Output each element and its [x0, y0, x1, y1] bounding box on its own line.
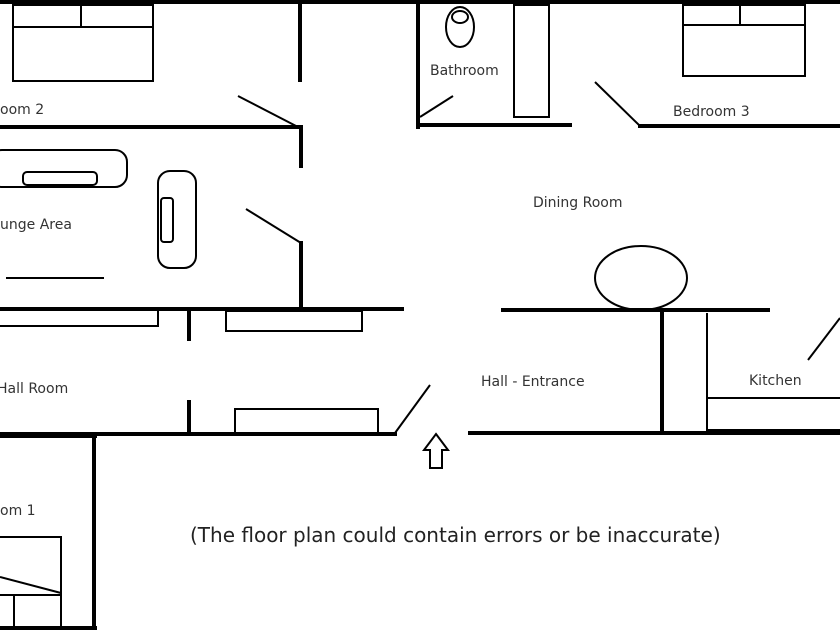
label-kitchen: Kitchen [749, 373, 802, 389]
door [419, 95, 454, 118]
dining-table [594, 245, 688, 311]
label-hall-room: Hall Room [0, 381, 69, 397]
bed-bedroom-1 [0, 536, 62, 630]
cabinet [0, 309, 159, 327]
coffee-table [157, 170, 197, 269]
bathtub [513, 4, 550, 118]
front-door [394, 384, 431, 434]
label-bathroom: Bathroom [430, 63, 499, 79]
label-bedroom-1: om 1 [0, 503, 36, 519]
disclaimer: (The floor plan could contain errors or … [190, 523, 721, 547]
label-lounge-area: unge Area [0, 217, 72, 233]
door [807, 317, 840, 361]
bench [234, 408, 379, 434]
door [237, 95, 299, 128]
door [594, 81, 641, 127]
entrance-arrow-icon [422, 432, 450, 469]
label-bedroom-2: oom 2 [0, 102, 45, 118]
label-bedroom-3: Bedroom 3 [673, 104, 750, 120]
label-dining-room: Dining Room [533, 195, 623, 211]
bed-bedroom-2 [12, 4, 154, 82]
door [245, 208, 302, 244]
label-hall-entrance: Hall - Entrance [481, 374, 585, 390]
bed-bedroom-3 [682, 4, 806, 77]
toilet [445, 6, 475, 48]
sofa [0, 149, 128, 188]
cabinet [225, 310, 363, 332]
